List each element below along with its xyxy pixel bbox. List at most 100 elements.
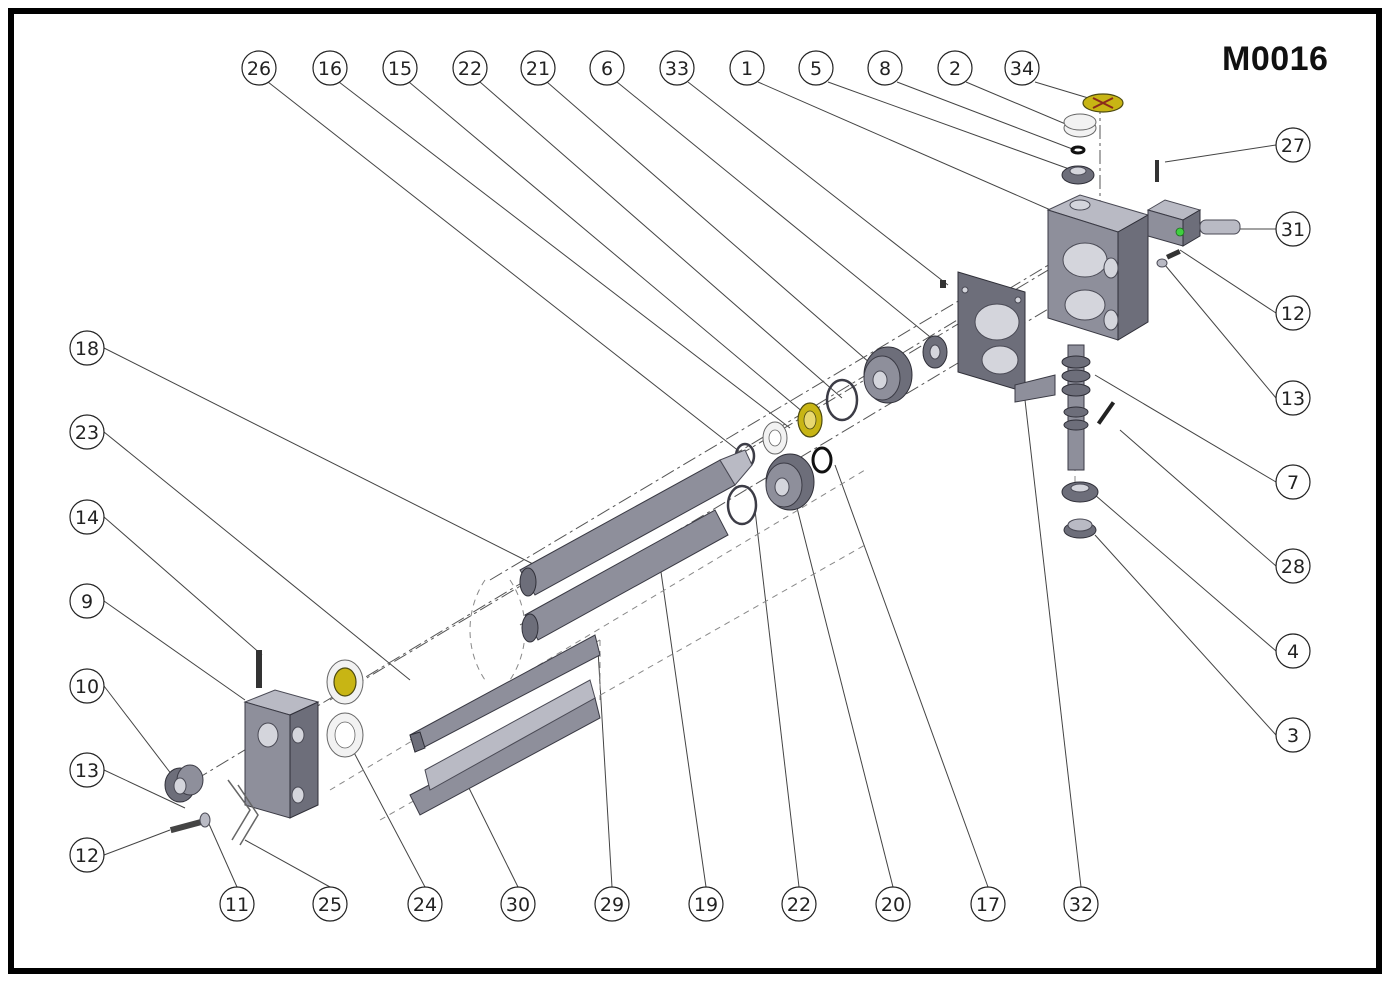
part-11-12-13-screw-left — [169, 812, 211, 834]
callout-12: 12 — [69, 837, 105, 873]
leader-lines — [103, 81, 1277, 888]
callout-32: 32 — [1063, 886, 1099, 922]
part-4-bearing — [1061, 481, 1099, 503]
part-18-shaft-upper — [519, 449, 753, 597]
callout-12: 12 — [1275, 295, 1311, 331]
callout-31: 31 — [1275, 211, 1311, 247]
callout-27: 27 — [1275, 127, 1311, 163]
callout-label: 33 — [665, 58, 689, 80]
callout-label: 15 — [388, 58, 412, 80]
callout-label: 17 — [976, 894, 1000, 916]
callout-label: 12 — [75, 845, 99, 867]
callout-8: 8 — [867, 50, 903, 86]
callout-label: 18 — [75, 338, 99, 360]
part-7-worm-shaft — [1061, 344, 1091, 471]
callout-14: 14 — [69, 499, 105, 535]
part-15-gold-bushing — [797, 402, 823, 438]
part-17-oring — [811, 446, 833, 474]
callout-28: 28 — [1275, 548, 1311, 584]
part-3-pulley — [1063, 518, 1097, 539]
part-16-washer — [762, 421, 788, 455]
callout-label: 10 — [75, 676, 99, 698]
callout-label: 32 — [1069, 894, 1093, 916]
part-27-pin — [1155, 160, 1159, 182]
callout-9: 9 — [69, 583, 105, 619]
callout-label: 16 — [318, 58, 342, 80]
callout-29: 29 — [594, 886, 630, 922]
callout-11: 11 — [219, 886, 255, 922]
callout-1: 1 — [729, 50, 765, 86]
callout-17: 17 — [970, 886, 1006, 922]
callout-30: 30 — [500, 886, 536, 922]
part-10-bushing — [164, 764, 204, 803]
callout-label: 20 — [881, 894, 905, 916]
callout-label: 12 — [1281, 303, 1305, 325]
callout-label: 6 — [601, 58, 613, 80]
part-31-valve-block — [1146, 199, 1241, 247]
callout-label: 28 — [1281, 556, 1305, 578]
callout-22: 22 — [781, 886, 817, 922]
callout-20: 20 — [875, 886, 911, 922]
callout-label: 31 — [1281, 219, 1305, 241]
part-5-bearing — [1061, 165, 1095, 185]
part-19-shaft-lower — [521, 509, 729, 643]
callout-21: 21 — [520, 50, 556, 86]
callout-label: 7 — [1287, 472, 1299, 494]
callout-label: 19 — [694, 894, 718, 916]
part-2-cap — [1063, 113, 1097, 138]
callout-label: 13 — [75, 760, 99, 782]
callout-2: 2 — [937, 50, 973, 86]
callout-18: 18 — [69, 330, 105, 366]
callout-34: 34 — [1004, 50, 1040, 86]
callout-26: 26 — [241, 50, 277, 86]
callout-label: 23 — [75, 422, 99, 444]
callout-label: 25 — [318, 894, 342, 916]
callout-5: 5 — [798, 50, 834, 86]
callout-10: 10 — [69, 668, 105, 704]
callout-label: 5 — [810, 58, 822, 80]
drawing-number: M0016 — [1222, 40, 1329, 78]
part-12-13-screw-right — [1156, 249, 1181, 268]
part-30-guide-rail-lower — [409, 679, 601, 816]
callout-16: 16 — [312, 50, 348, 86]
callout-label: 3 — [1287, 725, 1299, 747]
callout-label: 22 — [787, 894, 811, 916]
callout-3: 3 — [1275, 717, 1311, 753]
callout-label: 13 — [1281, 388, 1305, 410]
callout-22: 22 — [452, 50, 488, 86]
callout-label: 29 — [600, 894, 624, 916]
part-1-housing — [1046, 194, 1150, 341]
part-22-snap-ring — [726, 484, 758, 526]
callout-label: 8 — [879, 58, 891, 80]
callout-15: 15 — [382, 50, 418, 86]
callout-label: 4 — [1287, 641, 1299, 663]
callout-label: 24 — [413, 894, 437, 916]
callout-19: 19 — [688, 886, 724, 922]
part-20-gear-lower — [765, 453, 815, 511]
callout-label: 1 — [741, 58, 753, 80]
callout-4: 4 — [1275, 633, 1311, 669]
callout-13: 13 — [1275, 380, 1311, 416]
callout-6: 6 — [589, 50, 625, 86]
callout-label: 30 — [506, 894, 530, 916]
part-23-flange-bushing — [326, 659, 364, 705]
part-29-guide-rail-upper — [409, 634, 601, 753]
callout-label: 26 — [247, 58, 271, 80]
part-8-oring — [1070, 145, 1086, 155]
callout-label: 22 — [458, 58, 482, 80]
callout-label: 27 — [1281, 135, 1305, 157]
callout-label: 11 — [225, 894, 249, 916]
callout-24: 24 — [407, 886, 443, 922]
part-14-screw — [256, 650, 262, 688]
assembly-centerlines — [194, 100, 1101, 821]
part-bearing-upper — [922, 335, 948, 369]
callout-label: 9 — [81, 591, 93, 613]
part-21-snap-ring — [825, 378, 859, 422]
callout-25: 25 — [312, 886, 348, 922]
callout-label: 34 — [1010, 58, 1034, 80]
part-32-mounting-plate — [957, 271, 1056, 403]
callout-label: 21 — [526, 58, 550, 80]
part-34-label-plate — [1082, 93, 1124, 113]
